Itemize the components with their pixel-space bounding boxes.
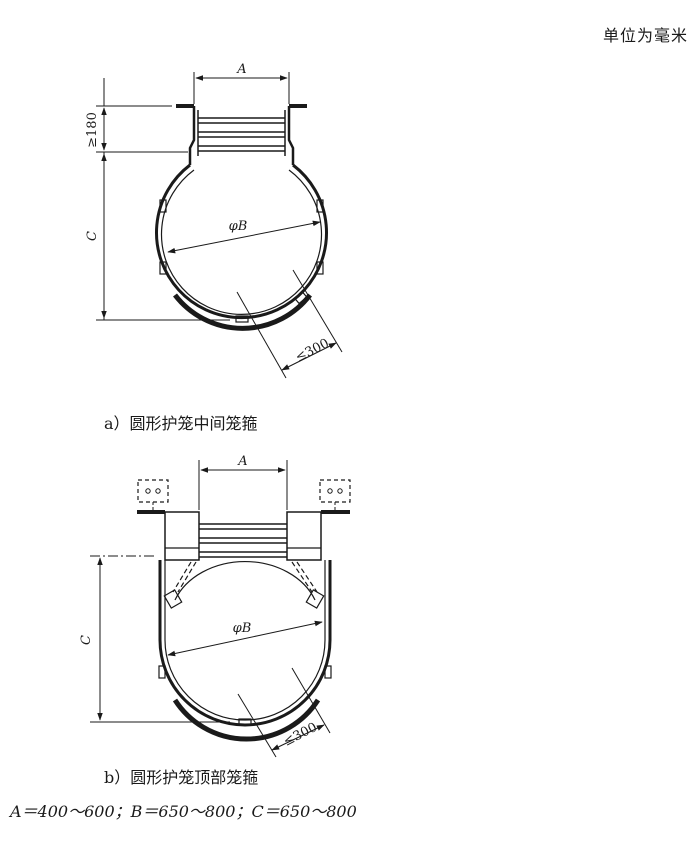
fig-a-dim-c: C bbox=[85, 231, 100, 241]
figure-b-top-hoop bbox=[90, 460, 351, 758]
fig-a-dim-a: A bbox=[236, 62, 246, 77]
fig-b-dim-b: φB bbox=[233, 621, 252, 636]
unit-label: 单位为毫米 bbox=[602, 26, 688, 45]
figure-a-middle-hoop bbox=[96, 72, 343, 379]
figure-a-caption: a）圆形护笼中间笼箍 bbox=[104, 414, 258, 433]
figure-b-caption: b）圆形护笼顶部笼箍 bbox=[104, 768, 259, 787]
fig-a-dim-300: ≤300 bbox=[293, 336, 332, 366]
fig-b-dim-300: ≤300 bbox=[281, 720, 320, 750]
fig-b-dim-c: C bbox=[79, 635, 94, 645]
fig-b-dim-a: A bbox=[237, 454, 247, 469]
dimension-ranges: A＝400～600；B＝650～800；C＝650～800 bbox=[10, 802, 357, 821]
fig-a-dim-b: φB bbox=[229, 219, 248, 234]
fig-a-dim-180: ≥180 bbox=[85, 112, 100, 148]
